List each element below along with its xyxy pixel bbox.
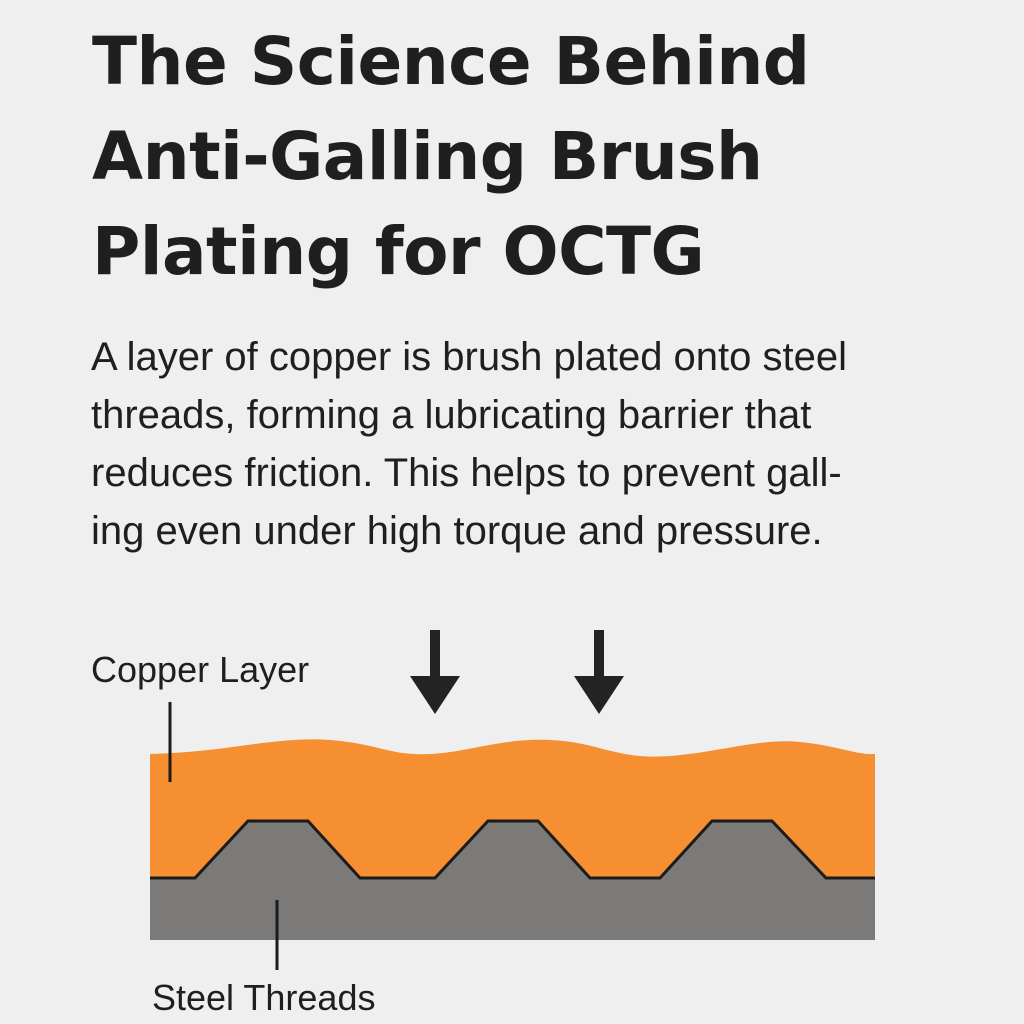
page-title: The Science Behind Anti-Galling Brush Pl… xyxy=(92,14,992,299)
title-line-1: The Science Behind xyxy=(92,23,810,100)
description-paragraph: A layer of copper is brush plated onto s… xyxy=(91,328,991,560)
title-line-3: Plating for OCTG xyxy=(92,213,705,290)
steel-base xyxy=(150,878,875,940)
steel-threads xyxy=(150,819,875,880)
title-line-2: Anti-Galling Brush xyxy=(92,118,763,195)
description-line-4: ing even under high torque and pressure. xyxy=(91,509,823,553)
copper-layer-label: Copper Layer xyxy=(91,649,310,690)
description-line-2: threads, forming a lubricating barrier t… xyxy=(91,393,812,437)
down-arrow-icon xyxy=(410,630,460,714)
description-line-1: A layer of copper is brush plated onto s… xyxy=(91,335,848,379)
steel-threads-label: Steel Threads xyxy=(152,977,376,1018)
description-line-3: reduces friction. This helps to prevent … xyxy=(91,451,842,495)
down-arrow-icon xyxy=(574,630,624,714)
